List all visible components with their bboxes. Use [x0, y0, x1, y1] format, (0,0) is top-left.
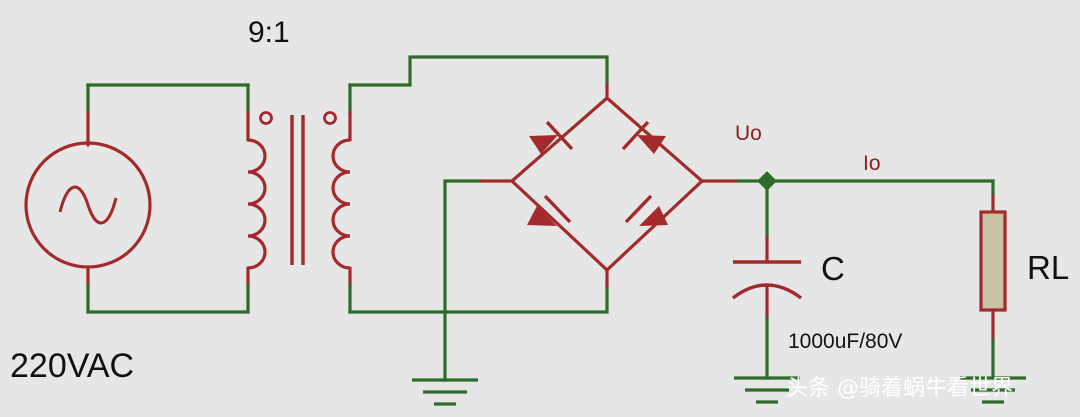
secondary-wiring [348, 55, 609, 382]
diode-d2-bar [621, 120, 650, 151]
ground-symbol-2 [734, 376, 800, 404]
wire-to-bridge-bottom [348, 284, 609, 314]
primary-coil [247, 138, 267, 270]
transformer [246, 83, 352, 314]
source-voltage-label: 220VAC [10, 347, 134, 385]
diode-d3-bar [543, 194, 572, 224]
resistor-rl [979, 179, 1007, 380]
watermark-text: 头条 @骑着蜗牛看世界 [786, 376, 1013, 401]
diode-d2-triangle-icon [637, 135, 666, 154]
diode-d1 [529, 120, 574, 154]
load-label: RL [1027, 249, 1069, 286]
capacitor-value-label: 1000uF/80V [788, 330, 902, 353]
ac-source [24, 83, 250, 314]
diode-d4 [624, 194, 668, 226]
wire-ground-to-bridge-left [443, 179, 483, 382]
capacitor-label: C [821, 250, 845, 287]
ground-symbol-1 [412, 378, 478, 406]
capacitor-c [731, 179, 803, 380]
ground-symbol-3 [960, 376, 1026, 404]
diode-d1-triangle-icon [529, 135, 558, 154]
wire-to-bridge-top [348, 55, 609, 87]
sine-wave-icon [58, 185, 118, 225]
primary-dot-marker [259, 111, 273, 125]
output-network [731, 171, 1007, 380]
diode-d4-triangle-icon [639, 206, 668, 226]
diode-d4-bar [624, 194, 653, 224]
diode-d1-bar [545, 120, 574, 151]
secondary-dot-marker [323, 111, 337, 125]
output-current-label: Io [863, 152, 881, 175]
bridge-rectifier [479, 83, 740, 288]
bridge-diamond [509, 95, 705, 273]
secondary-coil [331, 138, 351, 270]
output-voltage-label: Uo [735, 122, 762, 145]
diode-d3 [527, 194, 572, 226]
diode-d3-triangle-icon [527, 206, 557, 226]
rl-body [979, 210, 1007, 312]
diode-d2 [621, 120, 666, 154]
transformer-ratio-label: 9:1 [248, 16, 290, 49]
